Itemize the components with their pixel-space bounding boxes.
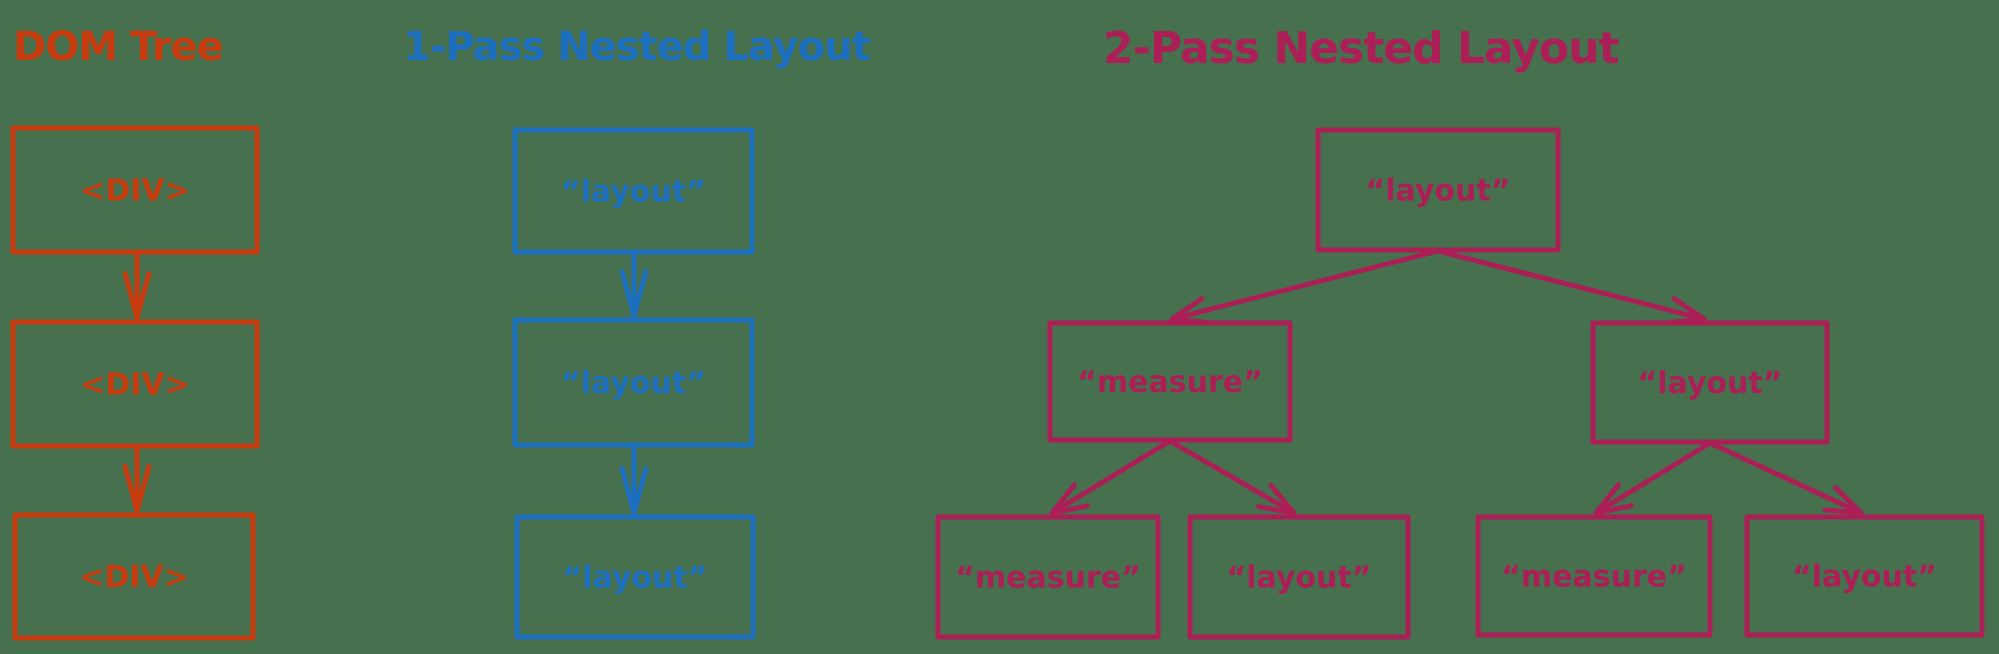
edge-arrowhead-two-pass-nested-layout-1-left <box>1671 296 1707 322</box>
node-label-layout-1: “layout” <box>561 175 706 210</box>
section-title-dom-tree: DOM Tree <box>13 24 223 70</box>
edge-arrowhead-two-pass-nested-layout-0-left <box>1169 316 1211 326</box>
edge-arrowhead-dom-tree-1-right <box>122 464 140 514</box>
edge-arrowhead-two-pass-nested-layout-2-right <box>1049 482 1077 516</box>
edge-arrow-shaft-two-pass-nested-layout-1 <box>1435 248 1707 322</box>
edge-arrowhead-dom-tree-0-left <box>134 271 152 321</box>
edge-arrow-shaft-two-pass-nested-layout-0 <box>1169 248 1441 322</box>
edge-arrow-shaft-two-pass-nested-layout-5 <box>1707 440 1864 516</box>
edge-arrowhead-two-pass-nested-layout-1-right <box>1665 316 1707 326</box>
edge-arrowhead-two-pass-nested-layout-2-left <box>1049 503 1090 516</box>
edge-arrowhead-dom-tree-1-left <box>134 464 152 514</box>
section-dom-tree: DOM Tree <DIV> <DIV> <DIV> <box>10 24 260 641</box>
edge-arrowhead-two-pass-nested-layout-3-right <box>1256 504 1297 516</box>
node-box-leaf-measure-2 <box>1475 514 1713 638</box>
node-label-leaf-measure-2: “measure” <box>1501 560 1687 595</box>
edge-arrowhead-one-pass-nested-layout-1-right <box>619 466 637 516</box>
edge-arrowhead-two-pass-nested-layout-0-right <box>1169 296 1205 322</box>
edge-arrow-shaft-two-pass-nested-layout-2 <box>1049 438 1173 516</box>
section-one-pass-nested-layout: 1-Pass Nested Layout “layout” “layout” “lay… <box>403 24 872 640</box>
node-label-mid-measure: “measure” <box>1077 365 1263 400</box>
edge-arrowhead-two-pass-nested-layout-3-left <box>1268 482 1297 516</box>
node-box-layout-3 <box>514 514 756 640</box>
node-box-leaf-layout-2 <box>1744 514 1985 638</box>
edge-arrow-shaft-two-pass-nested-layout-4 <box>1593 440 1713 516</box>
edge-arrowhead-one-pass-nested-layout-1-left <box>631 466 649 516</box>
section-two-pass-nested-layout: 2-Pass Nested Layout “layout” “measure” “la… <box>935 23 1985 640</box>
edge-arrowhead-two-pass-nested-layout-5-right <box>1822 507 1864 516</box>
section-title-one-pass-nested-layout: 1-Pass Nested Layout <box>403 24 871 70</box>
node-box-div-3 <box>12 512 256 641</box>
node-label-leaf-layout-2: “layout” <box>1792 560 1937 595</box>
edge-arrowhead-two-pass-nested-layout-4-right <box>1593 482 1621 516</box>
node-label-div-2: <DIV> <box>80 368 190 403</box>
edge-arrow-shaft-two-pass-nested-layout-3 <box>1167 438 1297 516</box>
section-title-two-pass-nested-layout: 2-Pass Nested Layout <box>1103 23 1619 74</box>
edge-arrowhead-dom-tree-0-right <box>122 271 140 321</box>
node-label-leaf-measure-1: “measure” <box>955 561 1141 596</box>
node-box-leaf-measure-1 <box>935 514 1161 640</box>
edge-arrowhead-two-pass-nested-layout-5-left <box>1832 485 1864 516</box>
node-label-div-3: <DIV> <box>79 560 189 595</box>
node-label-layout-3: “layout” <box>563 561 708 596</box>
node-label-root-layout: “layout” <box>1366 174 1511 209</box>
node-box-leaf-layout-1 <box>1187 514 1411 640</box>
node-label-leaf-layout-1: “layout” <box>1227 561 1372 596</box>
node-label-mid-layout: “layout” <box>1638 366 1783 401</box>
edge-arrowhead-two-pass-nested-layout-4-left <box>1593 503 1634 516</box>
node-label-div-1: <DIV> <box>80 174 190 209</box>
edge-arrowhead-one-pass-nested-layout-0-left <box>631 269 649 319</box>
node-label-layout-2: “layout” <box>561 366 706 401</box>
edge-arrowhead-one-pass-nested-layout-0-right <box>619 269 637 319</box>
